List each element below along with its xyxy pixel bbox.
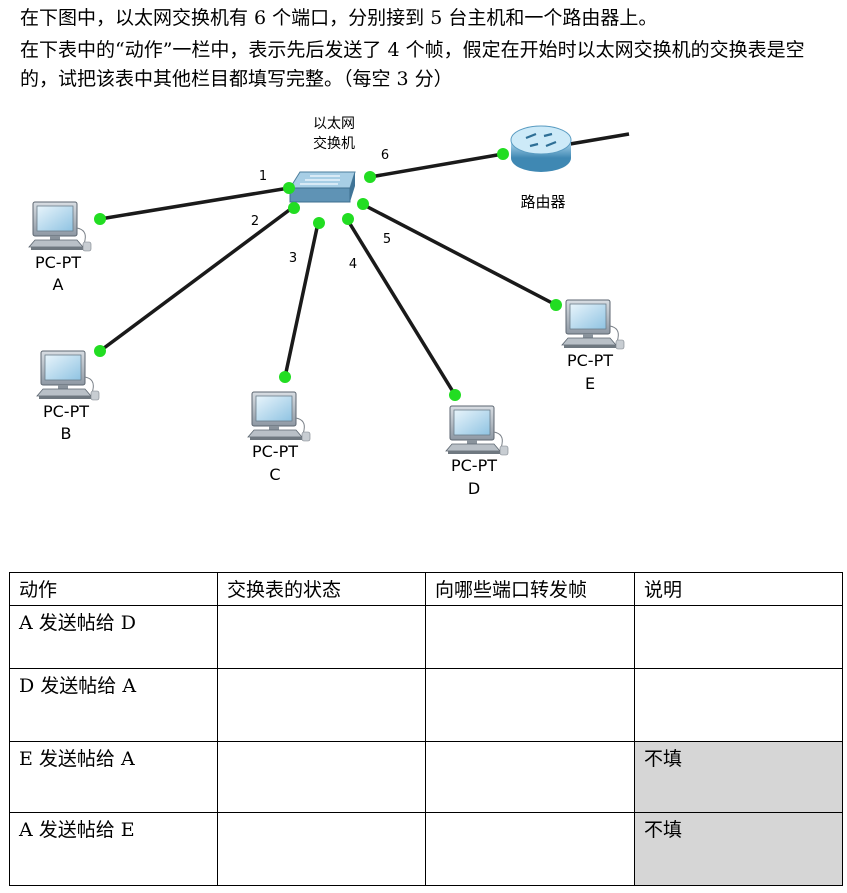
intro-line-1: 在下图中，以太网交换机有 6 个端口，分别接到 5 台主机和一个路由器上。 [20,7,658,29]
port-dot [288,202,300,214]
cell-action: A 发送帖给 D [9,605,218,669]
link-c [283,222,320,378]
cell-table-state[interactable] [217,668,426,742]
port-dot [357,198,369,210]
port-label-3: 3 [289,251,297,266]
port-dot [94,345,106,357]
host-a-model: PC-PT [35,253,81,272]
port-dots [94,148,562,401]
host-c: PC-PT C [247,391,311,484]
host-b-model: PC-PT [43,402,89,421]
links [98,132,630,396]
answer-table: 动作 交换表的状态 向哪些端口转发帧 说明 A 发送帖给 D D 发送帖给 A … [9,572,843,886]
switch-label-line1: 以太网 [313,116,355,132]
cell-forward-ports[interactable] [425,605,635,669]
computer-icon [247,391,311,442]
cell-forward-ports[interactable] [425,741,635,813]
computer-icon [28,201,92,252]
cell-forward-ports[interactable] [425,668,635,742]
port-label-1: 1 [259,169,267,184]
port-dot [449,389,461,401]
port-dot [94,213,106,225]
cell-action: A 发送帖给 E [9,812,218,886]
intro-line-2: 在下表中的“动作”一栏中，表示先后发送了 4 个帧，假定在开始时以太网交换机的交… [20,39,805,90]
cell-table-state[interactable] [217,741,426,813]
port-dot [313,217,325,229]
cell-forward-ports[interactable] [425,812,635,886]
host-c-model: PC-PT [252,442,298,461]
cell-note[interactable] [634,605,843,669]
host-e-model: PC-PT [567,351,613,370]
cell-action: E 发送帖给 A [9,741,218,813]
header-note: 说明 [634,572,843,606]
computer-icon [36,350,100,401]
host-b-name: B [61,424,72,443]
port-label-5: 5 [383,232,391,247]
table-row: A 发送帖给 D [9,605,843,669]
host-a-name: A [53,275,64,294]
host-e: PC-PT E [561,299,625,393]
cell-table-state[interactable] [217,812,426,886]
cell-table-state[interactable] [217,605,426,669]
table-row: E 发送帖给 A 不填 [9,741,843,813]
port-label-4: 4 [349,257,357,272]
router-label: 路由器 [520,193,565,211]
header-table-state: 交换表的状态 [217,572,426,606]
link-d [345,218,457,396]
table-row: A 发送帖给 E 不填 [9,812,843,886]
cell-note: 不填 [634,741,843,813]
link-e [361,202,557,307]
cell-note[interactable] [634,668,843,742]
switch-label-bg [302,111,368,155]
table-header-row: 动作 交换表的状态 向哪些端口转发帧 说明 [9,572,843,606]
port-dot [550,299,562,311]
cell-action: D 发送帖给 A [9,668,218,742]
cell-note: 不填 [634,812,843,886]
port-labels: 1 2 3 4 5 6 [251,148,391,272]
switch-icon [289,171,356,203]
switch-label-line2: 交换机 [313,135,355,152]
link-a [99,186,290,221]
computer-icon [561,299,625,350]
host-b: PC-PT B [36,350,100,443]
port-dot [283,182,295,194]
host-d: PC-PT D [445,405,509,498]
port-dot [342,213,354,225]
port-dot [364,171,376,183]
host-a: PC-PT A [28,201,92,294]
link-b [98,206,294,353]
host-d-model: PC-PT [451,456,497,475]
header-action: 动作 [9,572,218,606]
host-e-name: E [585,374,595,393]
port-label-6: 6 [381,148,389,163]
computer-icon [445,405,509,456]
router-icon [510,125,572,172]
port-dot [497,148,509,160]
host-d-name: D [468,479,480,498]
link-router-uplink [569,132,630,146]
table-row: D 发送帖给 A [9,668,843,742]
host-c-name: C [269,465,280,484]
network-diagram: 以太网 交换机 路由器 1 2 3 4 5 6 PC-PT A PC-PT B … [28,111,630,498]
port-label-2: 2 [251,214,259,229]
header-forward-ports: 向哪些端口转发帧 [425,572,635,606]
link-router [369,152,504,179]
port-dot [279,371,291,383]
